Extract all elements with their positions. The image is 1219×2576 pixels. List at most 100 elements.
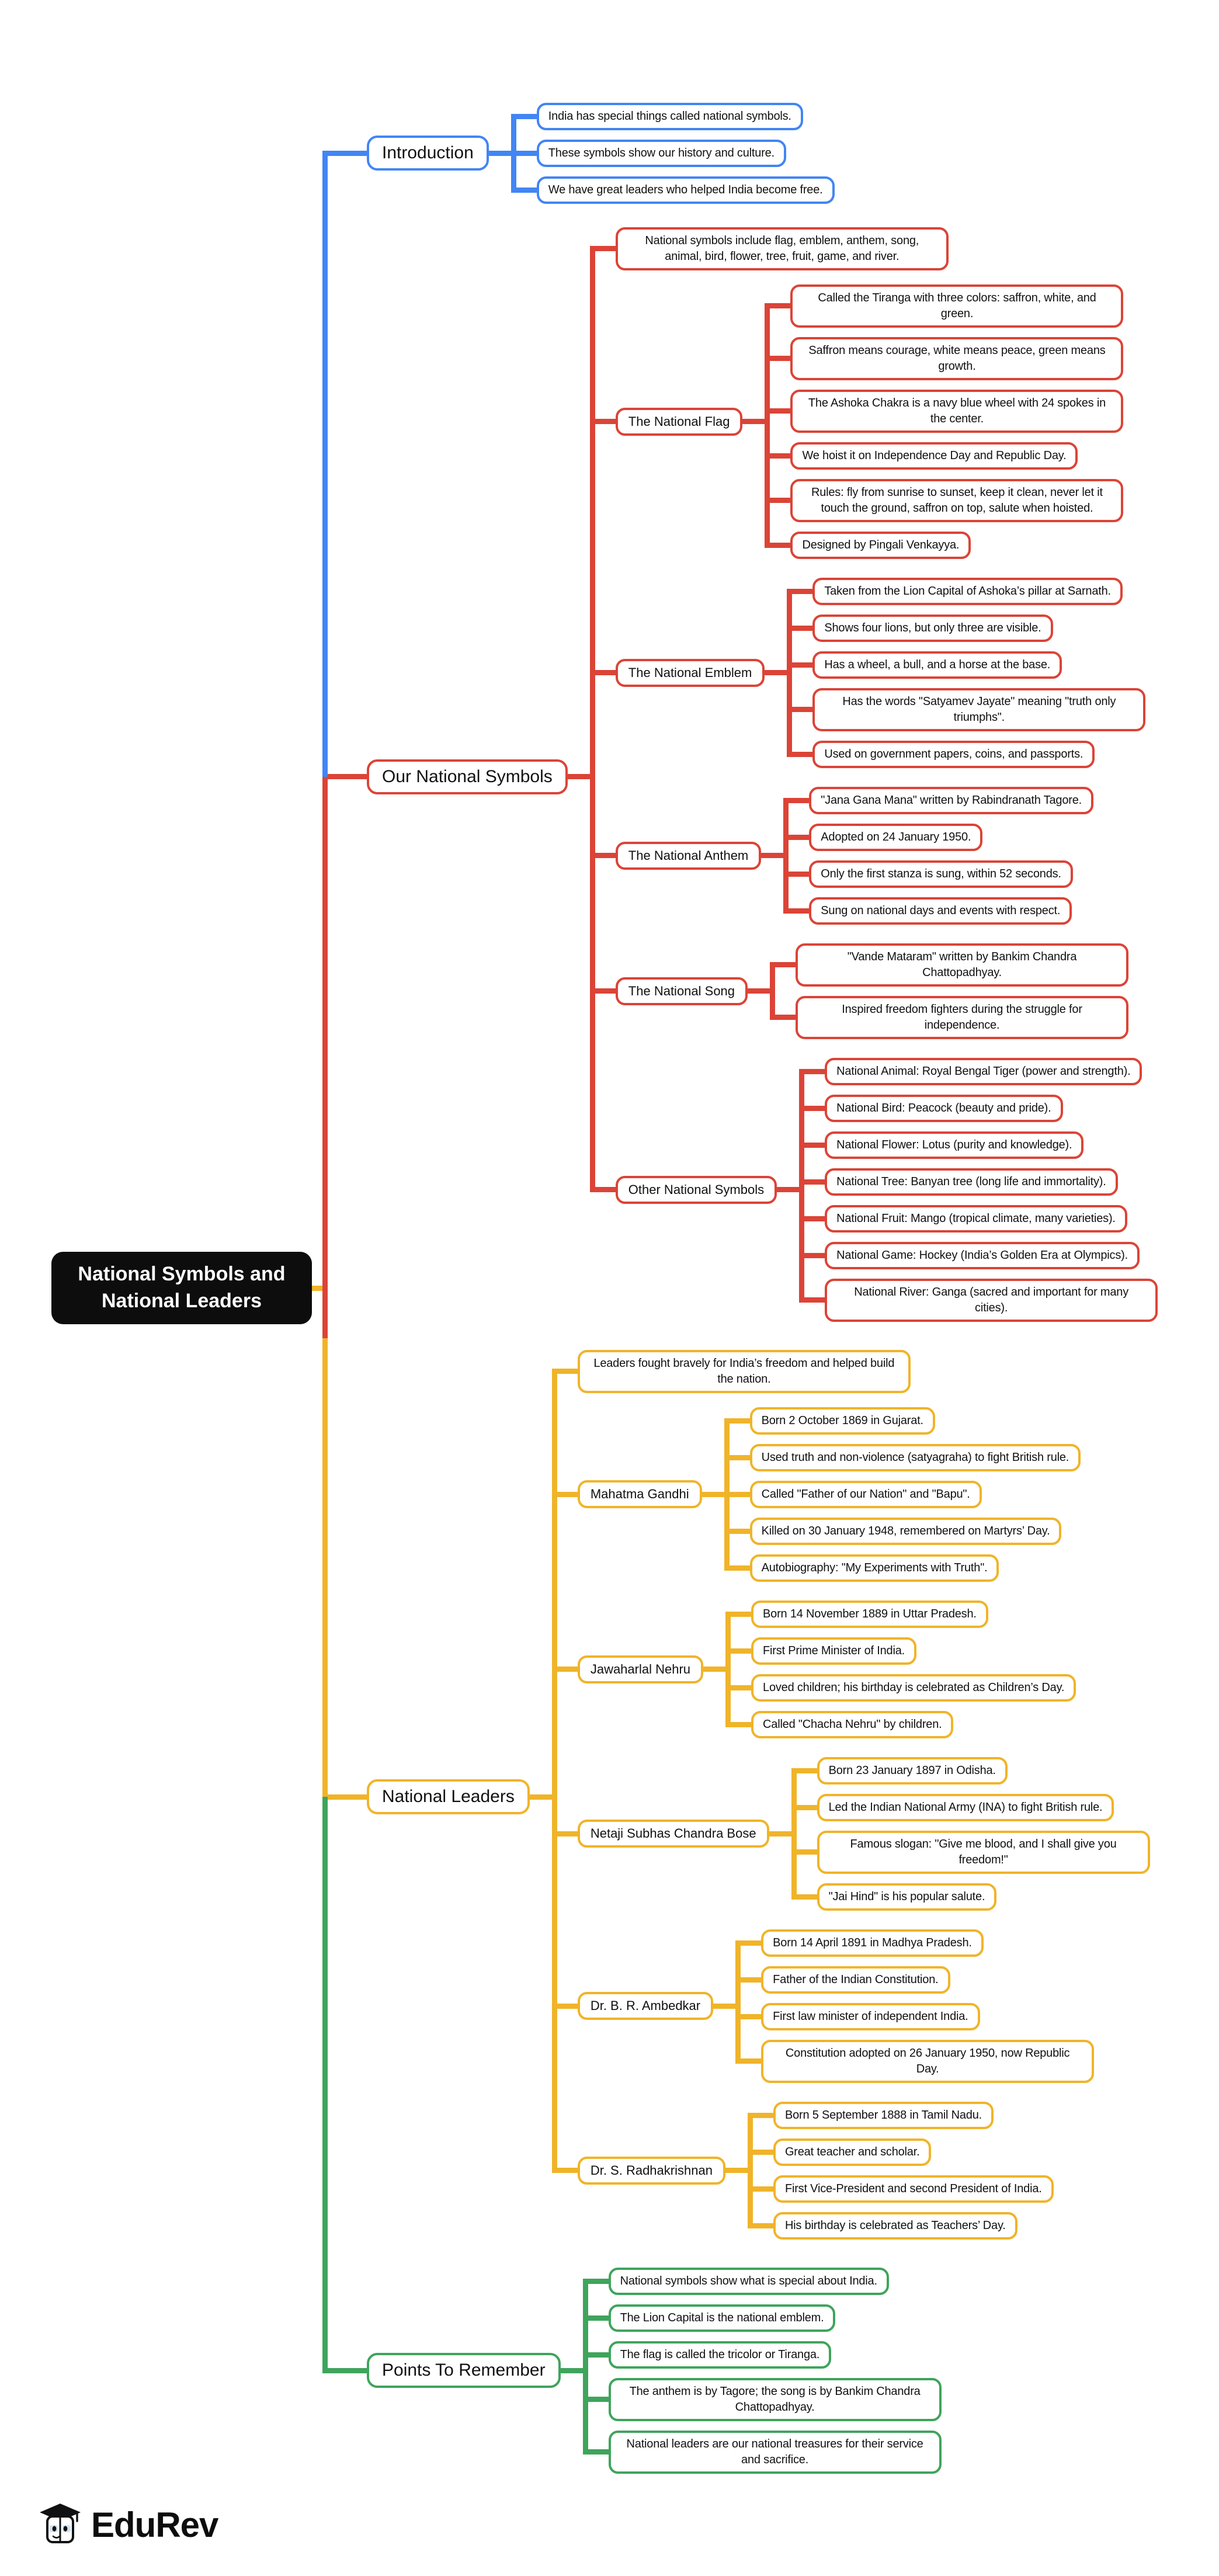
leaf-node: Led the Indian National Army (INA) to fi… (817, 1793, 1114, 1821)
leaf-node: The anthem is by Tagore; the song is by … (608, 2377, 942, 2421)
subbranch-node-netaji-bose: Netaji Subhas Chandra Bose (577, 1820, 769, 1848)
leaf-item: Adopted on 24 January 1950. (783, 818, 1093, 856)
leaf-item: Great teacher and scholar. (747, 2133, 1054, 2171)
subbranch-national-anthem: The National Anthem "Jana Gana Mana" wri… (589, 777, 1158, 934)
leaf-node: First Vice-President and second Presiden… (773, 2175, 1054, 2203)
mindmap-tree: National Symbols and National Leaders In… (51, 0, 1158, 2576)
leaf-node: The Lion Capital is the national emblem. (608, 2304, 836, 2332)
leaf-node: National symbols show what is special ab… (608, 2267, 889, 2295)
leaf-item: First Vice-President and second Presiden… (747, 2170, 1054, 2207)
subbranch-national-flag: The National Flag Called the Tiranga wit… (589, 275, 1158, 568)
leaf-item: National Animal: Royal Bengal Tiger (pow… (799, 1053, 1158, 1090)
leaf-item: His birthday is celebrated as Teachers’ … (747, 2207, 1054, 2244)
leaf-node: Only the first stanza is sung, within 52… (809, 860, 1073, 888)
branch-node-introduction: Introduction (367, 136, 489, 171)
leaf-node: National Tree: Banyan tree (long life an… (825, 1168, 1118, 1196)
connector-line (701, 1491, 724, 1497)
leaf-node: Sung on national days and events with re… (809, 897, 1072, 925)
subbranch-row: The National Flag Called the Tiranga wit… (615, 280, 1124, 564)
leaf-node: National symbols include flag, emblem, a… (615, 227, 949, 270)
subbranch-row: Mahatma Gandhi Born 2 October 1869 in Gu… (577, 1402, 1081, 1586)
leaf-item: National Game: Hockey (India’s Golden Er… (799, 1237, 1158, 1274)
subbranch-node-national-flag: The National Flag (615, 407, 743, 436)
leaf-node: Born 2 October 1869 in Gujarat. (749, 1407, 935, 1435)
leaf-item: National symbols include flag, emblem, a… (589, 223, 1158, 275)
leaf-item: National Bird: Peacock (beauty and pride… (799, 1089, 1158, 1127)
leaf-item: Leaders fought bravely for India’s freed… (551, 1345, 1150, 1398)
leaf-item: Called "Chacha Nehru" by children. (725, 1706, 1076, 1743)
leaf-item: Rules: fly from sunrise to sunset, keep … (765, 474, 1124, 527)
subbranch-node-jawaharlal-nehru: Jawaharlal Nehru (577, 1655, 704, 1683)
branch-national-leaders: National Leaders Leaders fought bravely … (322, 1338, 1158, 2256)
leaf-item: Born 23 January 1897 in Odisha. (791, 1752, 1150, 1789)
connector-line (769, 1831, 791, 1836)
leaf-node: Constitution adopted on 26 January 1950,… (761, 2039, 1095, 2083)
branch-column: Introduction India has special things ca… (322, 91, 1158, 2485)
branch-introduction: Introduction India has special things ca… (322, 91, 1158, 216)
subbranch-node-other-national-symbols: Other National Symbols (615, 1175, 777, 1204)
branch-row: Our National Symbols National symbols in… (367, 223, 1158, 1331)
nehru-leaves: Born 14 November 1889 in Uttar Pradesh. … (725, 1596, 1076, 1743)
leaf-item: The Ashoka Chakra is a navy blue wheel w… (765, 384, 1124, 438)
leaf-node: National leaders are our national treasu… (608, 2430, 942, 2474)
leaf-item: Autobiography: "My Experiments with Trut… (724, 1549, 1081, 1586)
leaf-item: National leaders are our national treasu… (582, 2425, 942, 2478)
subbranch-row: Jawaharlal Nehru Born 14 November 1889 i… (577, 1596, 1076, 1743)
subbranch-jawaharlal-nehru: Jawaharlal Nehru Born 14 November 1889 i… (551, 1591, 1150, 1748)
connector-line (703, 1667, 726, 1672)
trunk-segment (322, 215, 328, 777)
leaf-item: The flag is called the tricolor or Tiran… (582, 2336, 942, 2373)
gandhi-leaves: Born 2 October 1869 in Gujarat. Used tru… (724, 1402, 1081, 1586)
subbranch-row: Dr. B. R. Ambedkar Born 14 April 1891 in… (577, 1925, 1095, 2088)
subbranch-radhakrishnan: Dr. S. Radhakrishnan Born 5 September 18… (551, 2092, 1150, 2249)
subbranch-node-radhakrishnan: Dr. S. Radhakrishnan (577, 2156, 725, 2185)
leaf-item: Led the Indian National Army (INA) to fi… (791, 1789, 1150, 1826)
leaf-item: These symbols show our history and cultu… (510, 134, 835, 172)
branch-node-our-national-symbols: Our National Symbols (367, 759, 568, 794)
connector-line (312, 1285, 322, 1291)
leaf-item: Born 14 April 1891 in Madhya Pradesh. (735, 1925, 1094, 1961)
ambedkar-leaves: Born 14 April 1891 in Madhya Pradesh. Fa… (735, 1925, 1095, 2088)
connector-line (567, 774, 590, 779)
leaf-item: Famous slogan: "Give me blood, and I sha… (791, 1825, 1150, 1879)
subbranch-row: The National Song "Vande Mataram" writte… (615, 939, 1129, 1044)
leaf-node: India has special things called national… (536, 102, 803, 130)
leaf-node: Adopted on 24 January 1950. (809, 823, 983, 851)
leaf-node: The Ashoka Chakra is a navy blue wheel w… (790, 389, 1124, 433)
points-leaves: National symbols show what is special ab… (582, 2263, 942, 2478)
subbranch-netaji-bose: Netaji Subhas Chandra Bose Born 23 Janua… (551, 1747, 1150, 1920)
connector-line (713, 2003, 736, 2009)
leaf-item: "Jana Gana Mana" written by Rabindranath… (783, 782, 1093, 819)
leaders-children: Leaders fought bravely for India’s freed… (551, 1345, 1150, 2249)
trunk-segment (322, 153, 328, 216)
connector-line (765, 670, 787, 675)
connector-line (761, 853, 784, 858)
bose-leaves: Born 23 January 1897 in Odisha. Led the … (791, 1752, 1150, 1915)
song-leaves: "Vande Mataram" written by Bankim Chandr… (770, 939, 1129, 1044)
leaf-node: National Bird: Peacock (beauty and pride… (825, 1094, 1063, 1122)
leaf-item: Shows four lions, but only three are vis… (787, 609, 1145, 647)
subbranch-row: Netaji Subhas Chandra Bose Born 23 Janua… (577, 1752, 1150, 1915)
leaf-item: National Tree: Banyan tree (long life an… (799, 1163, 1158, 1200)
leaf-item: Born 14 November 1889 in Uttar Pradesh. (725, 1596, 1076, 1633)
leaf-node: These symbols show our history and cultu… (536, 139, 786, 167)
leaf-node: Used truth and non-violence (satyagraha)… (749, 1443, 1081, 1471)
leaf-item: Born 2 October 1869 in Gujarat. (724, 1402, 1081, 1439)
subbranch-row: The National Emblem Taken from the Lion … (615, 573, 1146, 773)
emblem-leaves: Taken from the Lion Capital of Ashoka’s … (787, 573, 1146, 773)
leaf-node: National Animal: Royal Bengal Tiger (pow… (825, 1057, 1142, 1085)
leaf-node: Called "Father of our Nation" and "Bapu"… (749, 1480, 982, 1508)
branch-row: National Leaders Leaders fought bravely … (367, 1345, 1150, 2249)
leaf-item: Only the first stanza is sung, within 52… (783, 855, 1093, 893)
connector-line (742, 419, 765, 424)
leaf-item: Born 5 September 1888 in Tamil Nadu. (747, 2097, 1054, 2134)
introduction-leaves: India has special things called national… (510, 98, 835, 209)
leaf-node: We have great leaders who helped India b… (536, 176, 835, 204)
branch-row: Introduction India has special things ca… (367, 98, 835, 209)
subbranch-node-national-anthem: The National Anthem (615, 841, 762, 870)
subbranch-node-ambedkar: Dr. B. R. Ambedkar (577, 1992, 714, 2020)
leaf-node: First law minister of independent India. (761, 2002, 980, 2030)
leaf-item: Has the words "Satyamev Jayate" meaning … (787, 683, 1146, 736)
leaf-item: We have great leaders who helped India b… (510, 171, 835, 209)
